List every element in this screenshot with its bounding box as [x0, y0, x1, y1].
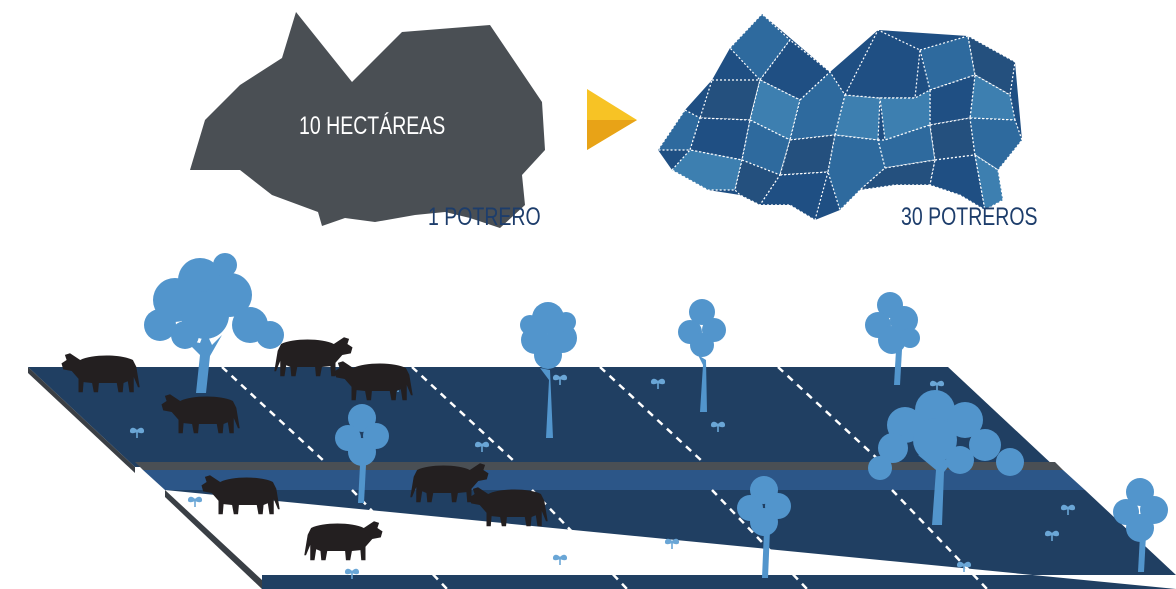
tree-icon — [520, 302, 577, 438]
single-field-shape — [190, 12, 545, 228]
area-label: 10 HECTÁREAS — [299, 112, 446, 140]
cow-icon — [304, 521, 383, 561]
pasture-strips — [28, 367, 1176, 589]
many-paddocks-label: 30 POTREROS — [901, 203, 1038, 231]
tree-icon — [868, 390, 1024, 525]
sprout-icon — [552, 554, 568, 566]
cow-icon — [201, 475, 280, 515]
subdivided-field — [656, 13, 1023, 221]
arrow-right-icon — [587, 89, 637, 150]
tree-icon — [335, 404, 389, 503]
sprout-icon — [664, 538, 680, 550]
tree-icon — [144, 253, 284, 393]
tree-icon — [865, 292, 920, 385]
tree-icon — [737, 476, 791, 578]
tree-icon — [1113, 478, 1168, 572]
single-paddock-label: 1 POTRERO — [428, 203, 541, 231]
tree-icon — [678, 299, 726, 412]
paddock-dividers — [221, 366, 988, 589]
sprout-icon — [187, 496, 203, 508]
